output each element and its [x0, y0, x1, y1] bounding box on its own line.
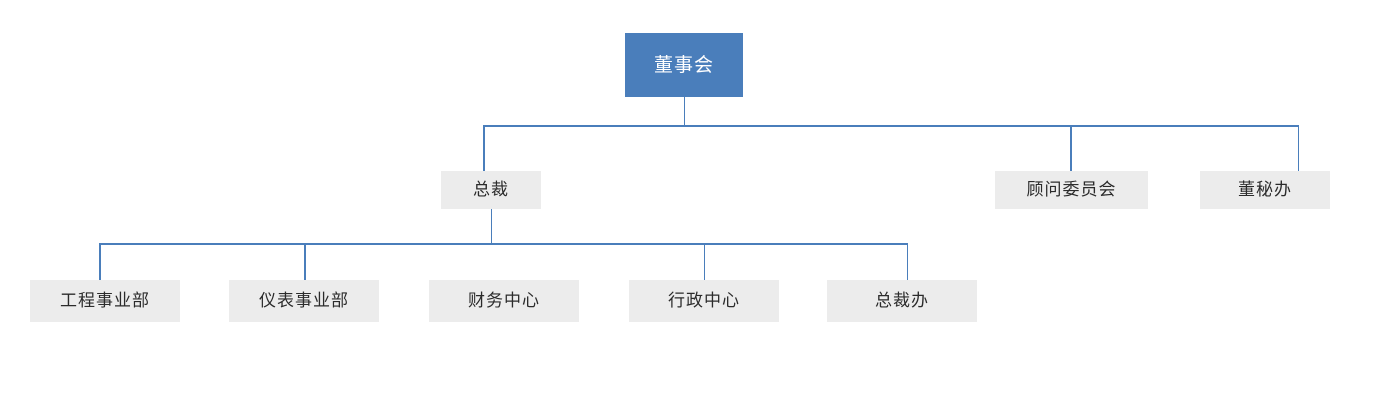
org-node-instrument-division-label: 仪表事业部 — [259, 290, 349, 311]
connector-drop-secretary — [1297, 125, 1299, 171]
org-node-finance-center-label: 财务中心 — [468, 290, 540, 311]
connector-board-stem — [683, 97, 685, 126]
connector-drop-president — [483, 125, 485, 171]
connector-president-stem — [490, 209, 492, 244]
org-node-administration-center-label: 行政中心 — [668, 290, 740, 311]
org-node-president-label: 总裁 — [473, 179, 509, 200]
org-node-board-label: 董事会 — [653, 53, 714, 76]
org-node-president[interactable]: 总裁 — [441, 171, 541, 209]
connector-level2-bus — [483, 125, 1299, 127]
org-node-advisory-committee[interactable]: 顾问委员会 — [995, 171, 1148, 209]
org-node-engineering-division-label: 工程事业部 — [60, 290, 150, 311]
connector-drop-admin — [703, 243, 705, 280]
org-node-engineering-division[interactable]: 工程事业部 — [30, 280, 180, 322]
org-node-presidents-office[interactable]: 总裁办 — [827, 280, 977, 322]
org-node-advisory-committee-label: 顾问委员会 — [1026, 179, 1117, 200]
org-node-administration-center[interactable]: 行政中心 — [629, 280, 779, 322]
connector-drop-advisory — [1070, 125, 1072, 171]
connector-level3-bus — [99, 243, 908, 245]
org-node-finance-center[interactable]: 财务中心 — [429, 280, 579, 322]
connector-drop-engineering — [99, 243, 101, 280]
org-node-instrument-division[interactable]: 仪表事业部 — [229, 280, 379, 322]
connector-drop-instrument — [304, 243, 306, 280]
org-node-board[interactable]: 董事会 — [625, 33, 743, 97]
org-node-board-secretary-office-label: 董秘办 — [1238, 179, 1292, 200]
org-node-presidents-office-label: 总裁办 — [875, 290, 929, 311]
connector-drop-presidents-office — [906, 243, 908, 280]
org-node-board-secretary-office[interactable]: 董秘办 — [1200, 171, 1330, 209]
